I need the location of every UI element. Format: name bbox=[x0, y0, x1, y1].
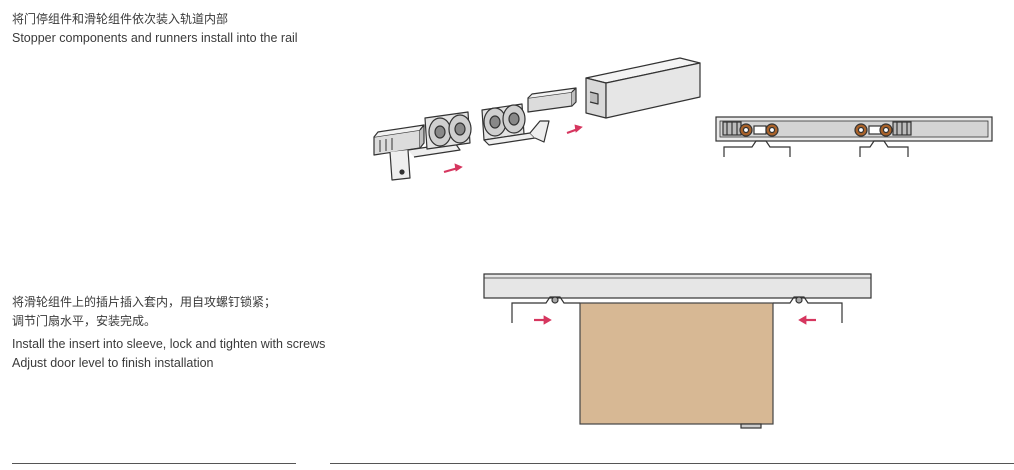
step2-text-en-line2: Adjust door level to finish installation bbox=[12, 356, 214, 370]
arrow-icon bbox=[798, 315, 816, 325]
arrow-icon bbox=[443, 163, 463, 174]
door-panel bbox=[579, 302, 774, 425]
stopper-component-right bbox=[527, 87, 577, 113]
arrow-icon bbox=[566, 124, 583, 135]
divider-left bbox=[12, 463, 296, 464]
runner-wheels-left bbox=[739, 123, 779, 137]
bracket-left bbox=[723, 140, 791, 157]
floor-guide bbox=[740, 423, 762, 429]
step2-text-zh-line2: 调节门扇水平，安装完成。 bbox=[12, 314, 157, 328]
step2-text-zh-line1: 将滑轮组件上的插片插入套内，用自攻螺钉锁紧； bbox=[12, 295, 277, 309]
stopper-block bbox=[722, 121, 742, 136]
runner-component-left bbox=[424, 111, 472, 150]
bracket-right bbox=[859, 140, 909, 157]
bracket-left bbox=[511, 296, 580, 323]
runner-wheels-right bbox=[854, 123, 893, 137]
step1-text-zh: 将门停组件和滑轮组件依次装入轨道内部 bbox=[12, 12, 229, 26]
step2-instructions: 将滑轮组件上的插片插入套内，用自攻螺钉锁紧； 调节门扇水平，安装完成。 Inst… bbox=[12, 293, 325, 373]
arrow-icon bbox=[534, 315, 552, 325]
stopper-component-left bbox=[373, 124, 425, 156]
rail-front bbox=[483, 273, 872, 299]
rail-segment-3d bbox=[585, 57, 701, 119]
step1-instructions: 将门停组件和滑轮组件依次装入轨道内部 Stopper components an… bbox=[12, 10, 298, 48]
runner-component-right bbox=[481, 103, 550, 146]
door-installation-view bbox=[483, 273, 872, 429]
divider-right bbox=[330, 463, 1014, 464]
stopper-block bbox=[892, 121, 912, 136]
step1-text-en: Stopper components and runners install i… bbox=[12, 31, 298, 45]
assembled-rail-view bbox=[715, 116, 993, 157]
step2-text-en-line1: Install the insert into sleeve, lock and… bbox=[12, 337, 326, 351]
bracket-right bbox=[773, 296, 843, 323]
